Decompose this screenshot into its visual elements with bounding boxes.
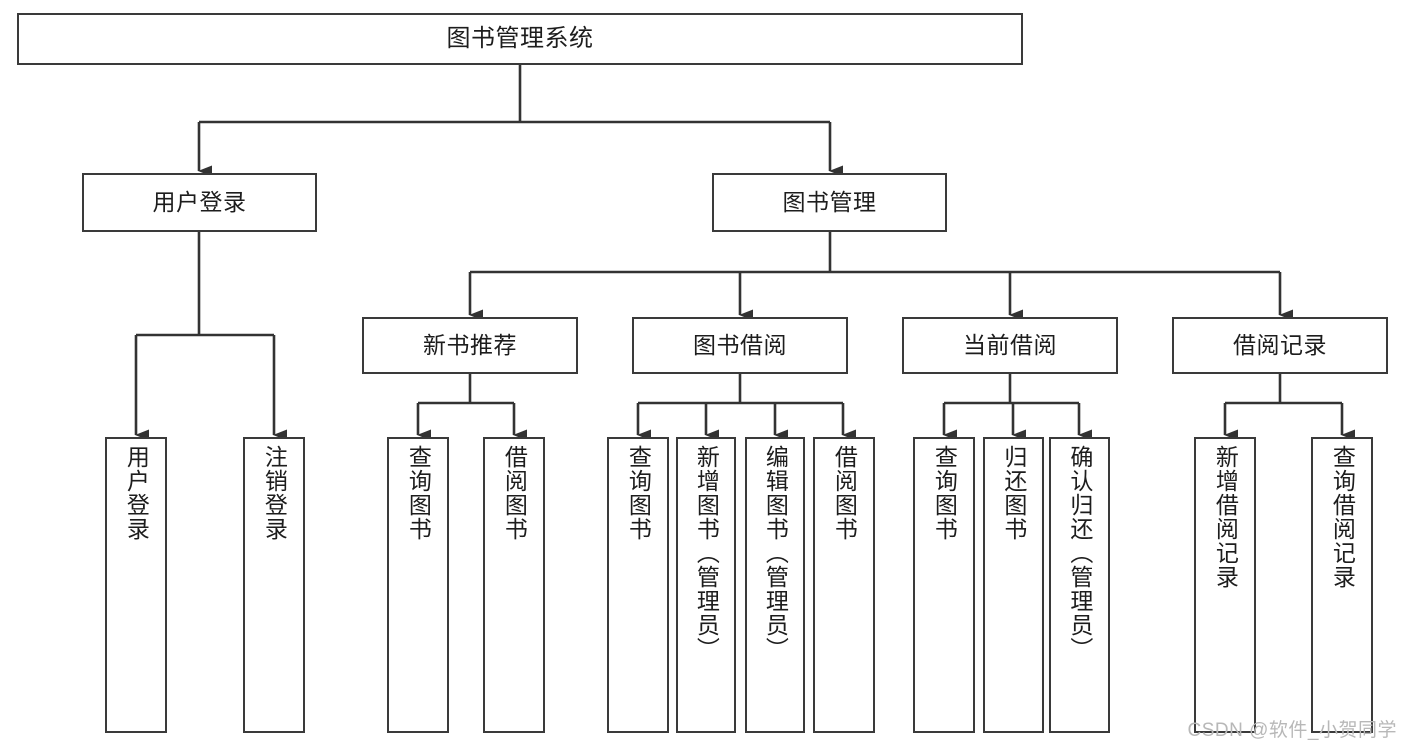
node-user-login[interactable]: 用户登录: [82, 173, 317, 232]
node-current-borrow-label: 当前借阅: [963, 331, 1057, 358]
node-user-login-label: 用户登录: [152, 188, 247, 215]
leaf-edit-book-admin[interactable]: 编辑图书（管理员）: [745, 437, 805, 733]
leaf-logout[interactable]: 注销登录: [243, 437, 305, 733]
leaf-query-book-newbook-label: 查询图书: [405, 445, 432, 541]
leaf-query-book-current-label: 查询图书: [931, 445, 958, 541]
leaf-add-borrow-record[interactable]: 新增借阅记录: [1194, 437, 1256, 733]
leaf-query-book-newbook[interactable]: 查询图书: [387, 437, 449, 733]
leaf-query-borrow-record-label: 查询借阅记录: [1329, 445, 1356, 589]
watermark-text: CSDN @软件_小贺同学: [1187, 720, 1397, 741]
leaf-borrow-book-newbook[interactable]: 借阅图书: [483, 437, 545, 733]
leaf-borrow-book-label: 借阅图书: [831, 445, 858, 541]
node-current-borrow[interactable]: 当前借阅: [902, 317, 1118, 374]
node-root-label: 图书管理系统: [446, 24, 594, 52]
leaf-add-book-admin[interactable]: 新增图书（管理员）: [676, 437, 736, 733]
node-borrow-records[interactable]: 借阅记录: [1172, 317, 1388, 374]
leaf-confirm-return-admin-label: 确认归还（管理员）: [1066, 445, 1093, 661]
leaf-query-book-borrow-label: 查询图书: [625, 445, 652, 541]
node-new-book-recommend-label: 新书推荐: [423, 331, 517, 358]
node-borrow-records-label: 借阅记录: [1233, 331, 1327, 358]
node-book-management[interactable]: 图书管理: [712, 173, 947, 232]
leaf-user-login-label: 用户登录: [123, 445, 150, 541]
leaf-add-book-admin-label: 新增图书（管理员）: [693, 445, 720, 661]
leaf-logout-label: 注销登录: [261, 445, 288, 541]
leaf-query-book-borrow[interactable]: 查询图书: [607, 437, 669, 733]
leaf-edit-book-admin-label: 编辑图书（管理员）: [762, 445, 789, 661]
leaf-query-borrow-record[interactable]: 查询借阅记录: [1311, 437, 1373, 733]
leaf-query-book-current[interactable]: 查询图书: [913, 437, 975, 733]
leaf-return-book-label: 归还图书: [1000, 445, 1027, 541]
node-book-borrow-label: 图书借阅: [693, 331, 787, 358]
leaf-add-borrow-record-label: 新增借阅记录: [1212, 445, 1239, 589]
leaf-borrow-book[interactable]: 借阅图书: [813, 437, 875, 733]
node-book-borrow[interactable]: 图书借阅: [632, 317, 848, 374]
node-book-management-label: 图书管理: [782, 188, 877, 215]
leaf-confirm-return-admin[interactable]: 确认归还（管理员）: [1049, 437, 1110, 733]
leaf-user-login[interactable]: 用户登录: [105, 437, 167, 733]
leaf-return-book[interactable]: 归还图书: [983, 437, 1044, 733]
node-root[interactable]: 图书管理系统: [17, 13, 1023, 65]
node-new-book-recommend[interactable]: 新书推荐: [362, 317, 578, 374]
leaf-borrow-book-newbook-label: 借阅图书: [501, 445, 528, 541]
